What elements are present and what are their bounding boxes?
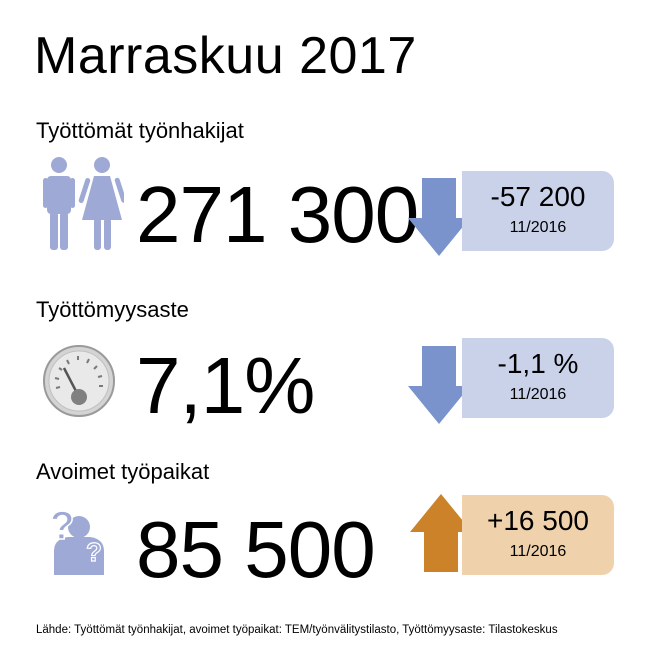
gauge-icon [43, 345, 115, 417]
jobseekers-change: -57 200 [490, 181, 586, 212]
man-woman-icon [43, 157, 124, 250]
vacancies-change-badge: +16 500 11/2016 [462, 495, 614, 575]
svg-text:?: ? [50, 504, 74, 548]
source-note: Lähde: Työttömät työnhakijat, avoimet ty… [36, 624, 558, 636]
vacancies-period: 11/2016 [509, 543, 567, 560]
rate-period: 11/2016 [509, 386, 567, 403]
page-title: Marraskuu 2017 [34, 27, 417, 85]
rate-value: 7,1% [136, 341, 315, 430]
jobseekers-value: 271 300 [136, 170, 419, 259]
down-arrow-icon [408, 346, 470, 424]
vacancies-change: +16 500 [487, 505, 589, 536]
person-question-icon: ? ? [49, 503, 104, 575]
jobseekers-period: 11/2016 [509, 219, 567, 236]
down-arrow-icon [408, 178, 470, 256]
rate-change: -1,1 % [497, 348, 579, 379]
up-arrow-icon [410, 494, 472, 572]
svg-text:?: ? [86, 537, 102, 567]
section-label-vacancies: Avoimet työpaikat [36, 459, 210, 484]
jobseekers-change-badge: -57 200 11/2016 [462, 171, 614, 251]
vacancies-value: 85 500 [136, 505, 376, 594]
section-label-rate: Työttömyysaste [36, 297, 189, 322]
section-label-jobseekers: Työttömät työnhakijat [36, 118, 244, 143]
rate-change-badge: -1,1 % 11/2016 [462, 338, 614, 418]
